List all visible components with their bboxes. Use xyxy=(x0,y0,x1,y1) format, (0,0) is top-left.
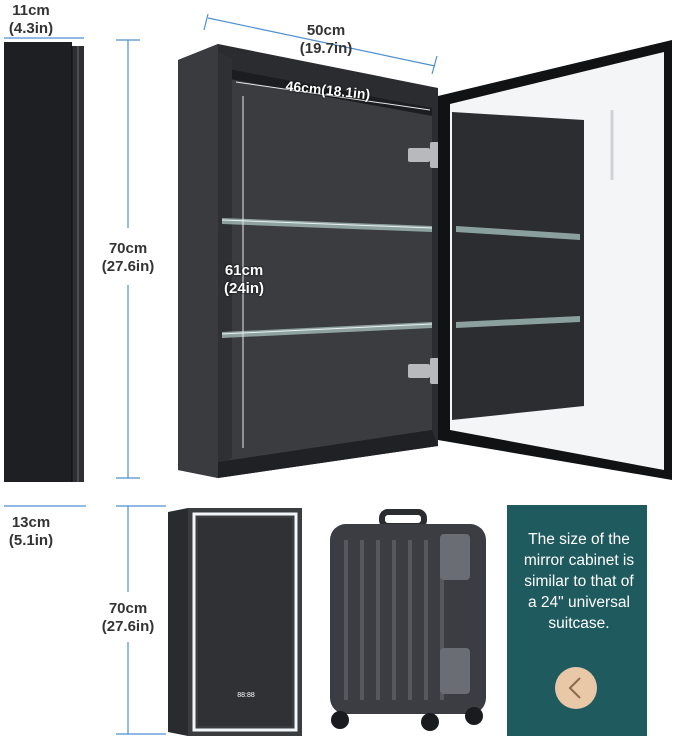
led-mirror-cabinet xyxy=(168,508,302,736)
info-panel-text: The size of the mirror cabinet is simila… xyxy=(523,531,635,632)
side-dimension-lines xyxy=(4,37,86,507)
width-dimension-line xyxy=(203,13,438,75)
info-panel: The size of the mirror cabinet is simila… xyxy=(507,505,647,736)
suitcase xyxy=(330,509,486,731)
open-cabinet xyxy=(178,40,672,480)
height-label-bottom: 70cm (27.6in) xyxy=(90,600,166,636)
inner-height-label: 61cm (24in) xyxy=(223,262,264,297)
led-display-readout: 88:88 xyxy=(237,692,255,699)
width-label: 50cm (19.7in) xyxy=(299,22,353,57)
chevron-left-icon xyxy=(568,677,581,699)
height-dimension-line-top xyxy=(116,39,140,479)
height-label-top: 70cm (27.6in) xyxy=(88,240,168,276)
side-depth-top-label: 11cm (4.3in) xyxy=(8,2,54,37)
back-button[interactable] xyxy=(555,667,597,709)
side-depth-bottom-label: 13cm (5.1in) xyxy=(8,514,54,549)
cabinet-side-view xyxy=(4,42,84,482)
height-dimension-line-bottom xyxy=(116,505,166,735)
